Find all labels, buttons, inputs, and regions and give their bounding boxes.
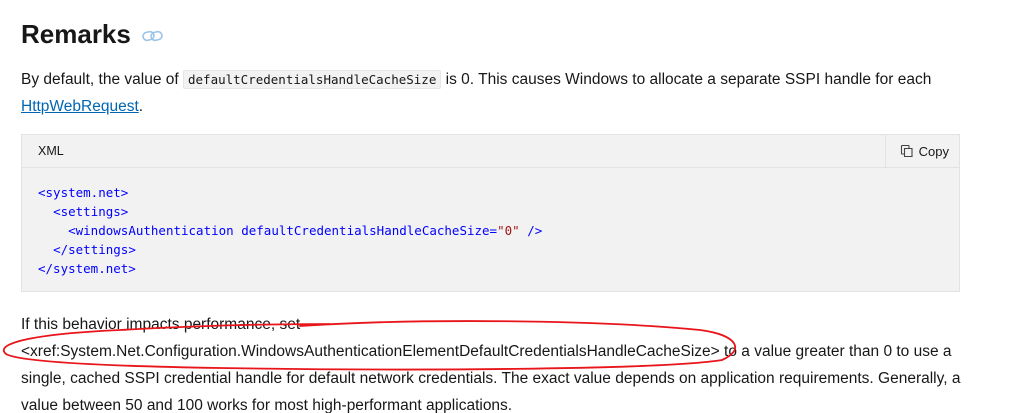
code-value: "0" (497, 223, 520, 238)
code-line: </settings> (53, 242, 136, 257)
code-block: XML Copy <system.net> <settings> <window… (21, 134, 960, 292)
xref-text: <xref:System.Net.Configuration.WindowsAu… (21, 343, 720, 360)
code-line: </system.net> (38, 261, 136, 276)
code-indent (38, 223, 68, 238)
section-heading: Remarks (21, 14, 165, 54)
paragraph-text: is 0. This causes Windows to allocate a … (441, 71, 932, 88)
code-attr: defaultCredentialsHandleCacheSize= (233, 223, 498, 238)
paragraph-text: If this behavior impacts performance, se… (21, 316, 301, 333)
paragraph-text: to a value greater than 0 to use a singl… (21, 343, 961, 413)
link-icon[interactable] (141, 28, 165, 44)
code-line: <settings> (53, 204, 129, 219)
copy-icon (900, 144, 914, 158)
inline-code: defaultCredentialsHandleCacheSize (183, 70, 442, 89)
remarks-paragraph-2: If this behavior impacts performance, se… (21, 311, 961, 413)
paragraph-text: . (138, 98, 144, 115)
code-close: /> (519, 223, 543, 238)
httpwebrequest-link[interactable]: HttpWebRequest (21, 98, 139, 115)
code-line: <system.net> (38, 185, 129, 200)
remarks-paragraph-1: By default, the value of defaultCredenti… (21, 66, 961, 120)
copy-label: Copy (918, 143, 949, 159)
code-content: <system.net> <settings> <windowsAuthenti… (22, 168, 959, 278)
code-block-header: XML Copy (22, 135, 959, 168)
code-tag: <windowsAuthentication (68, 223, 234, 238)
code-indent (38, 242, 53, 257)
code-indent (38, 204, 53, 219)
paragraph-text: By default, the value of (21, 71, 183, 88)
section-title: Remarks (21, 19, 131, 49)
code-language-label: XML (38, 144, 64, 158)
copy-button[interactable]: Copy (884, 135, 959, 167)
